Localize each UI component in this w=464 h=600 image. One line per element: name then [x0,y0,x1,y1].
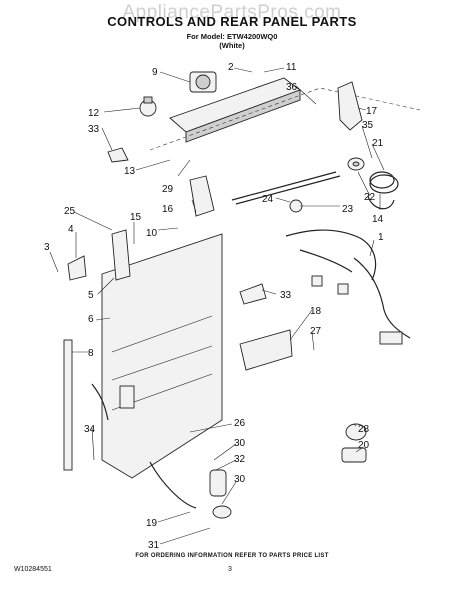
callout-3: 3 [44,242,50,253]
callout-6: 6 [88,314,94,325]
callout-10: 10 [146,228,158,239]
drain-hose [91,383,197,509]
power-cord [367,171,399,210]
model-line: For Model: ETW4200WQ0 [186,32,278,41]
rod-part [231,171,341,205]
callout-28: 28 [358,424,370,435]
callout-34: 34 [84,424,96,435]
ordering-note: FOR ORDERING INFORMATION REFER TO PARTS … [135,553,329,559]
callout-26: 26 [234,418,246,429]
callout-9: 9 [152,67,158,78]
pump-part [209,469,232,519]
callout-20: 20 [358,440,370,451]
strap-part [63,339,73,471]
callout-8: 8 [88,348,94,359]
color-line: (White) [219,41,245,50]
document-number: W10284551 [14,566,52,573]
timer-knob-part [189,71,217,93]
leader-lines [49,67,385,545]
callout-17: 17 [366,106,378,117]
fan-motor [341,423,367,463]
wire-harness [285,229,411,345]
callout-32: 32 [234,454,246,465]
callout-19: 19 [146,518,158,529]
callout-23: 23 [342,204,354,215]
top-hinge-bracket [111,229,131,281]
callout-18: 18 [310,306,322,317]
page-number: 3 [228,566,232,573]
callout-25: 25 [64,206,76,217]
callout-16: 16 [162,204,174,215]
callout-22: 22 [364,192,376,203]
callout-36: 36 [286,82,298,93]
selector-switch-part [139,96,157,117]
callout-11: 11 [286,62,297,73]
motor-bracket [239,329,293,371]
callout-15: 15 [130,212,142,223]
callout-1: 1 [378,232,384,243]
callout-35: 35 [362,120,374,131]
callout-12: 12 [88,108,100,119]
callout-30: 30 [234,438,246,449]
callout-21: 21 [372,138,384,149]
end-cap-bracket-right [337,81,363,131]
callout-31: 31 [148,540,160,551]
bracket-lower [239,283,267,305]
callout-29: 29 [162,184,174,195]
inlet-valve [119,385,135,409]
callout-4: 4 [68,224,74,235]
grommet-part [347,157,365,171]
rear-panel [101,233,223,479]
watermark: AppliancePartsPros.com [122,2,342,23]
callout-24: 24 [262,194,274,205]
bracket-part [67,255,87,281]
callout-13: 13 [124,166,136,177]
callout-14: 14 [372,214,384,225]
callout-labels: 9 2 11 36 12 33 17 35 21 13 29 22 23 24 … [44,62,384,551]
callout-2: 2 [228,62,234,73]
callout-27: 27 [310,326,322,337]
water-level-switch [189,175,215,217]
callout-33-lower: 33 [280,290,292,301]
callout-30-lower: 30 [234,474,246,485]
clip-part [107,147,129,163]
page-title: CONTROLS AND REAR PANEL PARTS [107,14,357,29]
callout-33: 33 [88,124,100,135]
callout-5: 5 [88,290,94,301]
